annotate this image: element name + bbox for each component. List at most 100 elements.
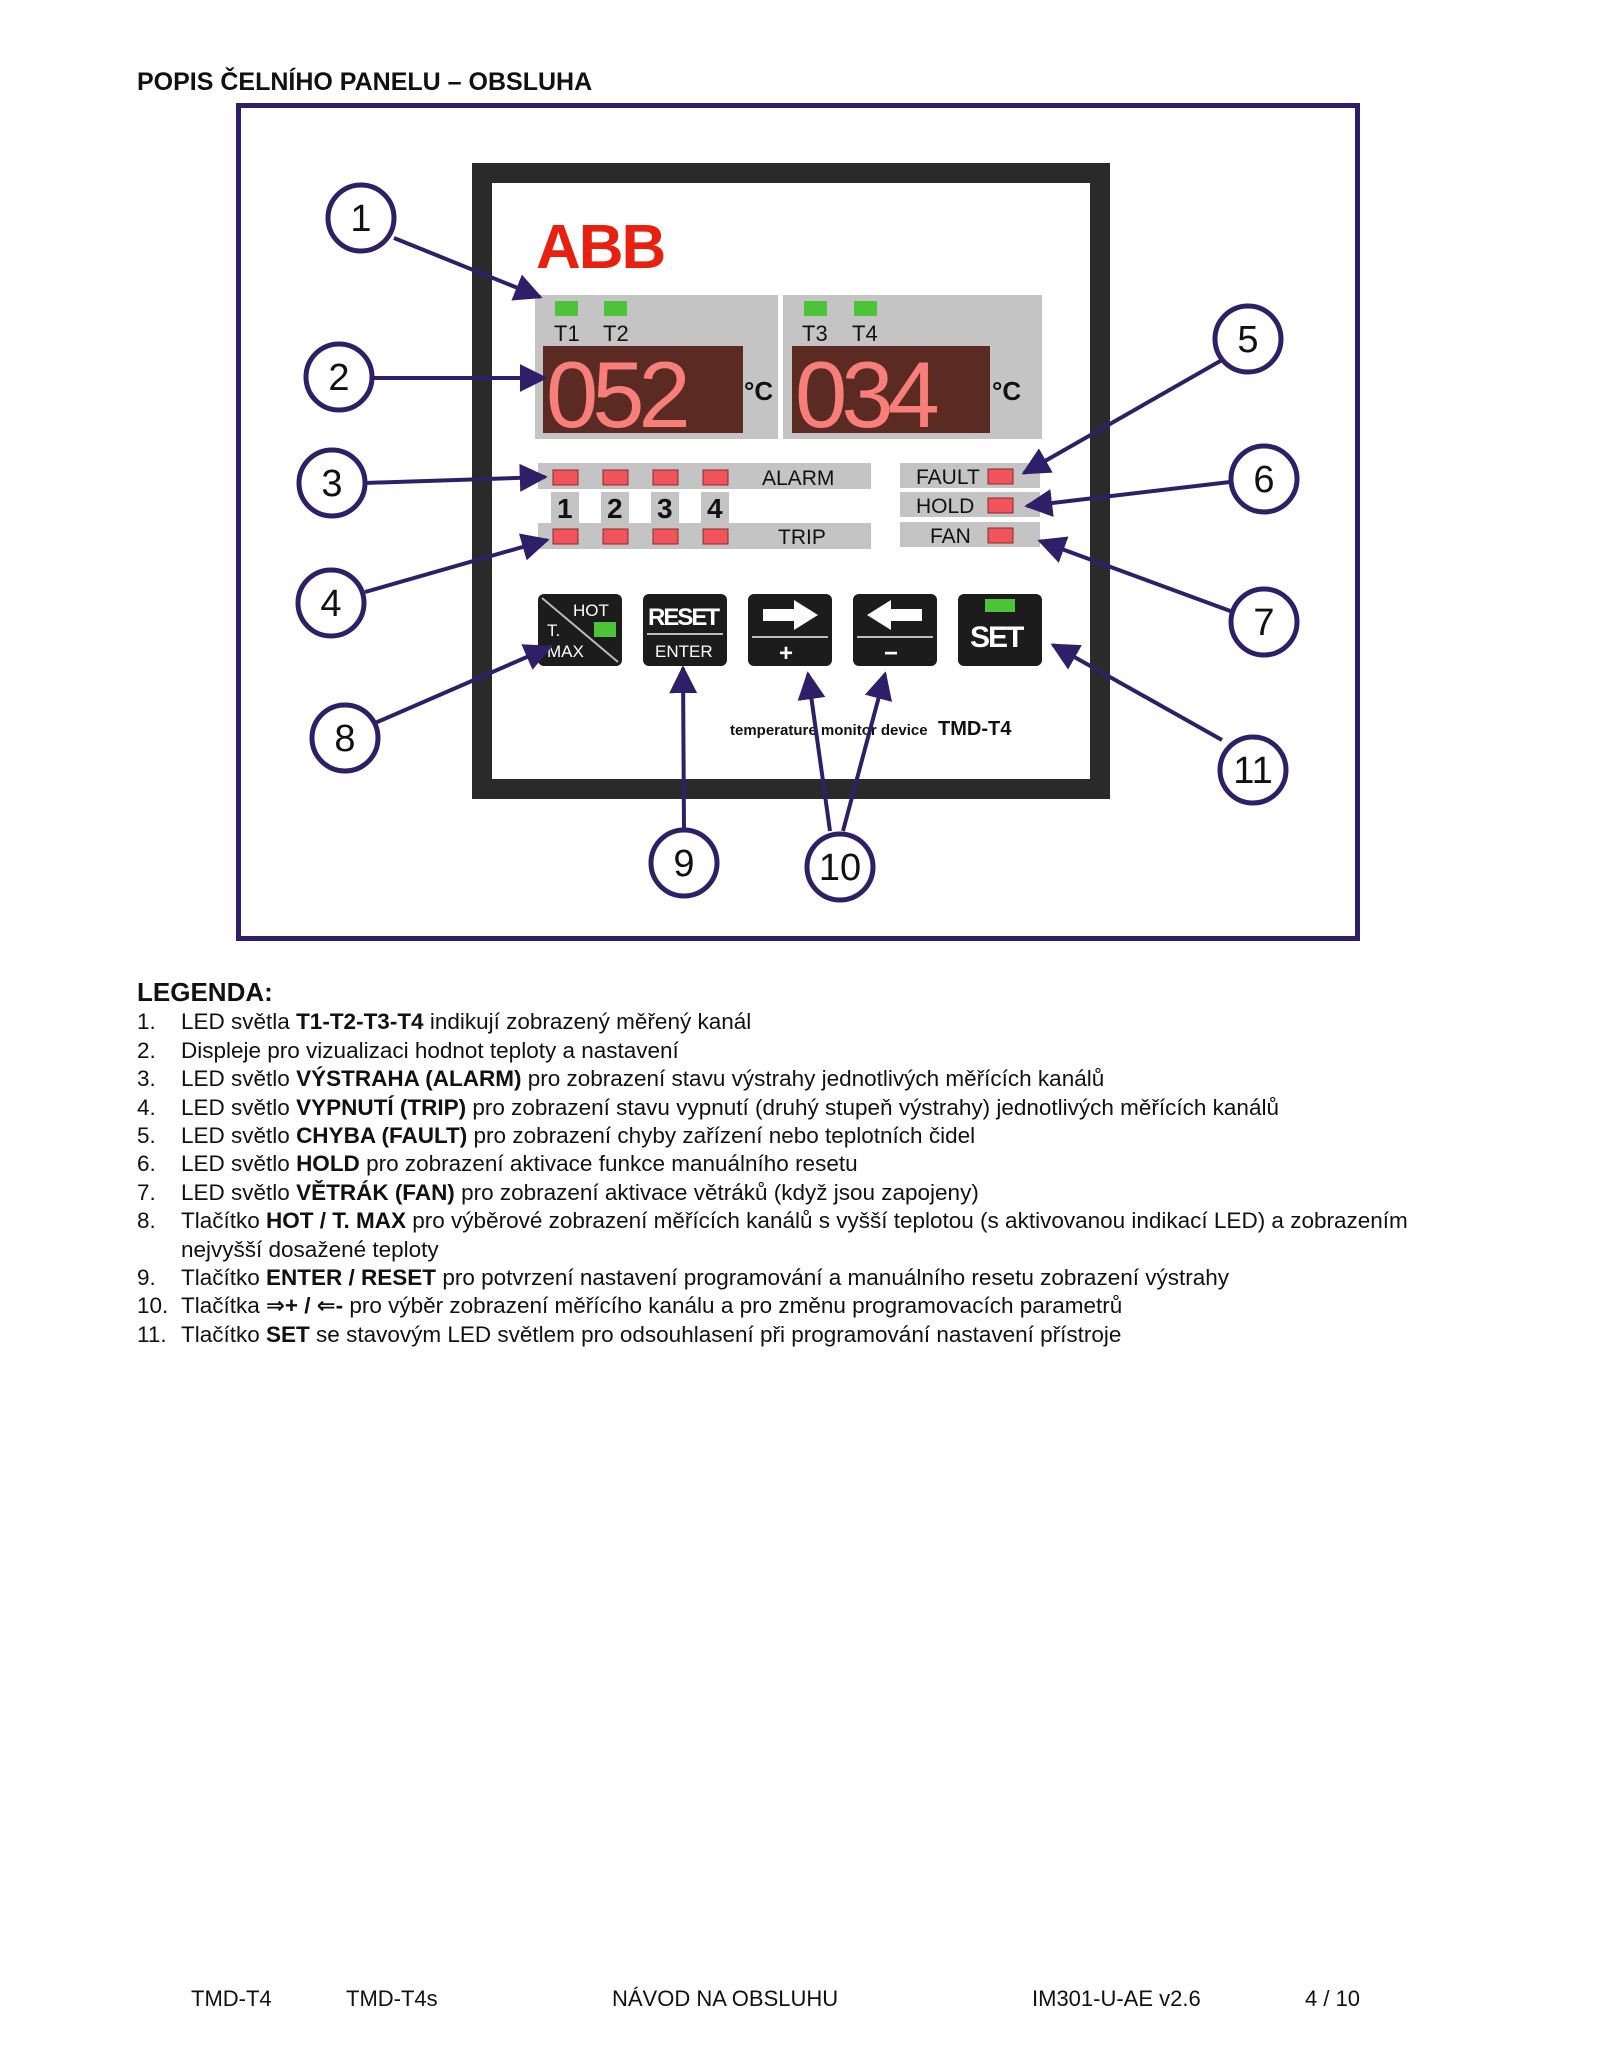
legend-item-text-bold: CHYBA (FAULT) <box>296 1123 468 1149</box>
legend-item-text-bold: VYPNUTÍ (TRIP) <box>296 1094 467 1120</box>
callout-10: 10 <box>804 831 876 903</box>
device-caption-model: TMD-T4 <box>938 718 1012 740</box>
callout-11: 11 <box>1217 734 1289 806</box>
channel-number-2: 2 <box>607 493 623 524</box>
alarm-label: ALARM <box>762 467 834 490</box>
legend-item-text: Tlačítka ⇒+ / ⇐- pro výběr zobrazení měř… <box>181 1292 1437 1320</box>
legend-item: 9.Tlačítko ENTER / RESET pro potvrzení n… <box>137 1264 1437 1292</box>
legend-item: 8. Tlačítko HOT / T. MAX pro výběrové zob… <box>137 1207 1437 1264</box>
alarm-led-3 <box>652 469 679 486</box>
callout-4-label: 4 <box>320 583 341 625</box>
trip-led-3 <box>652 528 679 545</box>
callout-10-label: 10 <box>819 847 861 889</box>
device-caption: temperature monitor device TMD-T4 <box>730 718 1012 740</box>
set-label: SET <box>970 621 1024 654</box>
legend-list: 1.LED světla T1-T2-T3-T4 indikují zobraz… <box>137 1008 1437 1349</box>
right-arrow-icon <box>763 600 818 630</box>
legend-item-text-pre: LED světlo <box>181 1151 297 1177</box>
callout-6: 6 <box>1228 443 1300 515</box>
legend-item: 10.Tlačítka ⇒+ / ⇐- pro výběr zobrazení … <box>137 1292 1437 1320</box>
legend-item-text: LED světla T1-T2-T3-T4 indikují zobrazen… <box>181 1008 1437 1036</box>
callout-11-label: 11 <box>1233 750 1272 792</box>
legend-item: 3.LED světlo VÝSTRAHA (ALARM) pro zobraz… <box>137 1065 1437 1093</box>
callout-line-8 <box>374 644 553 725</box>
status-hold-label: HOLD <box>916 495 974 518</box>
callout-line-3 <box>364 463 548 492</box>
legend-item-number: 3. <box>137 1066 156 1092</box>
channel-number-box-1 <box>551 492 579 525</box>
legend-item: 7. LED světlo VĚTRÁK (FAN) pro zobrazení … <box>137 1179 1437 1207</box>
callout-line-4 <box>364 533 550 594</box>
legend-item-text-bold: SET <box>266 1321 310 1347</box>
callout-line-1 <box>393 236 543 301</box>
callout-line-11 <box>1050 643 1223 742</box>
legend-item-text-bold: VĚTRÁK (FAN) <box>296 1179 455 1205</box>
channel-number-box-2 <box>601 492 629 525</box>
display-right-value: 034 <box>795 342 938 447</box>
channel-led-t1 <box>555 301 578 316</box>
legend-item-number: 4. <box>137 1094 156 1120</box>
legend-item-text: Displeje pro vizualizaci hodnot teploty … <box>181 1037 1437 1065</box>
legend-item-text-bold: ENTER / RESET <box>266 1265 437 1291</box>
callout-9-label: 9 <box>673 843 694 885</box>
plus-label: + <box>779 640 793 667</box>
page-title: POPIS ČELNÍHO PANELU – OBSLUHA <box>137 68 593 96</box>
channel-label-t3: T3 <box>802 321 828 346</box>
callout-line-6 <box>1024 480 1231 517</box>
left-arrow-icon <box>867 600 922 630</box>
legend-item-number: 6. <box>137 1151 156 1177</box>
alarm-led-4 <box>702 469 729 486</box>
callout-3: 3 <box>296 447 368 519</box>
enter-label: ENTER <box>655 642 713 661</box>
display-right <box>792 346 990 433</box>
display-left-value: 052 <box>546 342 687 447</box>
callout-line-10b <box>841 671 893 832</box>
callout-3-label: 3 <box>321 463 342 505</box>
legend-item-number: 7. <box>137 1179 156 1205</box>
legend-item-text-pre: LED světlo <box>181 1094 297 1120</box>
legend-item: 4. LED světlo VYPNUTÍ (TRIP) pro zobrazen… <box>137 1094 1437 1122</box>
alarm-led-2 <box>602 469 629 486</box>
footer-page-number: 4 / 10 <box>1305 1986 1361 2011</box>
legend-item-text-pre: Tlačítko <box>181 1321 267 1347</box>
channel-label-t1: T1 <box>554 321 580 346</box>
legend-item-text: Tlačítko ENTER / RESET pro potvrzení nas… <box>181 1264 1437 1292</box>
callout-line-5 <box>1021 358 1223 475</box>
left-minus-button[interactable]: − <box>853 594 937 667</box>
callout-1: 1 <box>325 182 397 254</box>
legend-item-text: Tlačítko HOT / T. MAX pro výběrové zobra… <box>181 1207 1437 1264</box>
hold-led <box>987 497 1014 514</box>
callout-8-label: 8 <box>334 718 355 760</box>
set-button[interactable]: SET <box>958 594 1042 666</box>
channel-number-1: 1 <box>557 493 573 524</box>
legend-item-text-bold: HOLD <box>296 1151 360 1177</box>
legend-item: 1.LED světla T1-T2-T3-T4 indikují zobraz… <box>137 1008 1437 1036</box>
legend-item-text: LED světlo CHYBA (FAULT) pro zobrazení c… <box>181 1122 1437 1150</box>
trip-led-1 <box>552 528 579 545</box>
legend-item-number: 8. <box>137 1208 156 1234</box>
right-plus-button[interactable]: + <box>748 594 832 667</box>
minus-label: − <box>884 640 898 667</box>
abb-logo: ABB <box>536 213 664 282</box>
hot-tmax-button[interactable]: HOT T. MAX <box>538 594 622 666</box>
legend-item: 11.Tlačítko SET se stavovým LED světlem … <box>137 1321 1437 1349</box>
unit-right: °C <box>992 376 1021 406</box>
legend-item-text-bold: HOT / T. MAX <box>266 1208 407 1234</box>
legend-item-text-post: pro zobrazení chyby zařízení nebo teplot… <box>467 1123 976 1149</box>
callout-line-7 <box>1037 536 1234 614</box>
tmax-max-label: MAX <box>547 642 584 661</box>
legend-item-text-bold: ⇒+ / ⇐- <box>266 1293 344 1319</box>
footer-model-1: TMD-T4 <box>191 1986 272 2011</box>
legend-item-text-post: pro zobrazení aktivace funkce manuálního… <box>359 1151 858 1177</box>
set-led <box>985 599 1015 612</box>
legend-item-text-post: pro zobrazení stavu výstrahy jednotlivýc… <box>521 1066 1105 1092</box>
legend-item-text: LED světlo VYPNUTÍ (TRIP) pro zobrazení … <box>181 1094 1437 1122</box>
callout-4: 4 <box>295 567 367 639</box>
legend-item-text-post: se stavovým LED světlem pro odsouhlasení… <box>309 1321 1122 1347</box>
callout-5: 5 <box>1212 303 1284 375</box>
legend-item-text-post: pro výběrové zobrazení měřících kanálů s… <box>181 1208 1408 1262</box>
reset-enter-button[interactable]: RESET ENTER <box>643 594 727 666</box>
legend-item-number: 2. <box>137 1037 156 1063</box>
legend-item-text: LED světlo VĚTRÁK (FAN) pro zobrazení ak… <box>181 1179 1437 1207</box>
unit-left: °C <box>744 376 773 406</box>
